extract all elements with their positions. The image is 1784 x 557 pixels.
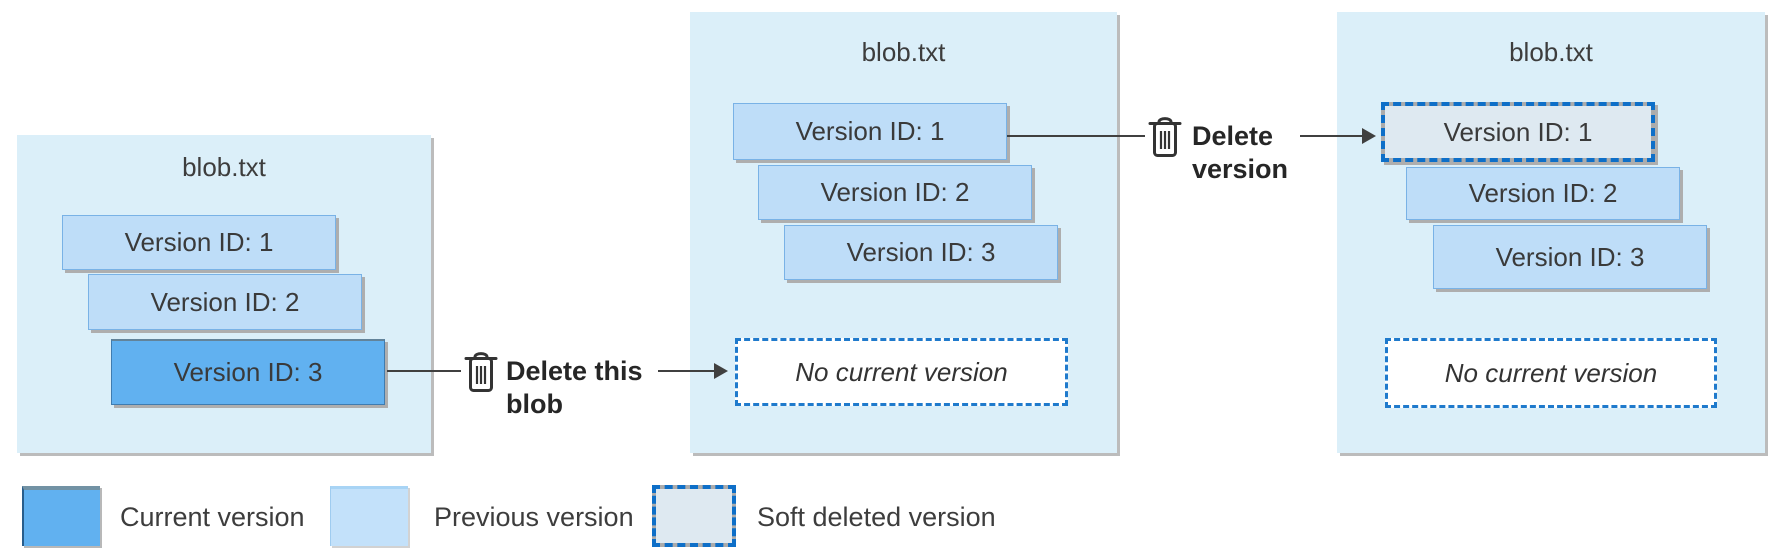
blob-panel-after-delete-version: blob.txt Version ID: 1 Version ID: 2 Ver… bbox=[1337, 12, 1765, 453]
connector-line bbox=[1007, 135, 1145, 137]
arrow-right-icon bbox=[1362, 128, 1376, 144]
version-card-label: Version ID: 1 bbox=[124, 227, 274, 257]
action-label-line1: Delete this bbox=[506, 356, 643, 386]
action-label-line2: version bbox=[1192, 154, 1289, 184]
legend-swatch-previous-version bbox=[330, 486, 408, 546]
delete-this-blob-label: Delete this blob bbox=[506, 355, 643, 421]
version-card-1: Version ID: 1 bbox=[62, 215, 336, 270]
version-card-label: Version ID: 3 bbox=[1495, 241, 1645, 272]
blob-title: blob.txt bbox=[1509, 37, 1593, 67]
blob-title: blob.txt bbox=[182, 152, 266, 182]
version-card-label: Version ID: 2 bbox=[820, 177, 970, 207]
version-card-1: Version ID: 1 bbox=[733, 103, 1007, 160]
blob-panel-after-delete-blob: blob.txt Version ID: 1 Version ID: 2 Ver… bbox=[690, 12, 1117, 453]
action-label-line2: blob bbox=[506, 389, 563, 419]
connector-line bbox=[1300, 135, 1362, 137]
legend-swatch-soft-deleted-version bbox=[652, 485, 736, 547]
action-label-line1: Delete bbox=[1192, 121, 1274, 151]
version-card-2: Version ID: 2 bbox=[88, 274, 362, 330]
no-current-version-label: No current version bbox=[1444, 357, 1658, 388]
arrow-right-icon bbox=[714, 363, 728, 379]
connector-line bbox=[387, 370, 461, 372]
delete-version-label: Delete version bbox=[1192, 120, 1288, 186]
version-card-3: Version ID: 3 bbox=[1433, 225, 1707, 289]
version-card-3: Version ID: 3 bbox=[784, 225, 1058, 280]
version-card-3-current: Version ID: 3 bbox=[111, 339, 385, 405]
version-card-1-soft-deleted: Version ID: 1 bbox=[1381, 102, 1655, 162]
blob-title: blob.txt bbox=[861, 37, 946, 67]
no-current-version-label: No current version bbox=[795, 356, 1008, 387]
version-card-label: Version ID: 1 bbox=[795, 116, 945, 146]
trash-icon bbox=[464, 352, 498, 392]
blob-panel-initial: blob.txt Version ID: 1 Version ID: 2 Ver… bbox=[17, 135, 431, 453]
legend-label-soft-deleted-version: Soft deleted version bbox=[757, 502, 996, 532]
version-card-2: Version ID: 2 bbox=[758, 165, 1032, 220]
no-current-version-box: No current version bbox=[735, 338, 1068, 406]
version-card-label: Version ID: 3 bbox=[173, 357, 323, 387]
version-card-label: Version ID: 2 bbox=[150, 286, 300, 317]
no-current-version-box: No current version bbox=[1385, 338, 1717, 408]
version-card-label: Version ID: 1 bbox=[1443, 116, 1593, 147]
version-card-label: Version ID: 3 bbox=[846, 237, 996, 267]
version-card-2: Version ID: 2 bbox=[1406, 167, 1680, 220]
trash-icon bbox=[1148, 117, 1182, 157]
connector-line bbox=[658, 370, 714, 372]
legend-swatch-current-version bbox=[22, 486, 100, 546]
legend-label-previous-version: Previous version bbox=[434, 502, 634, 532]
legend-label-current-version: Current version bbox=[120, 502, 305, 532]
version-card-label: Version ID: 2 bbox=[1468, 178, 1618, 208]
